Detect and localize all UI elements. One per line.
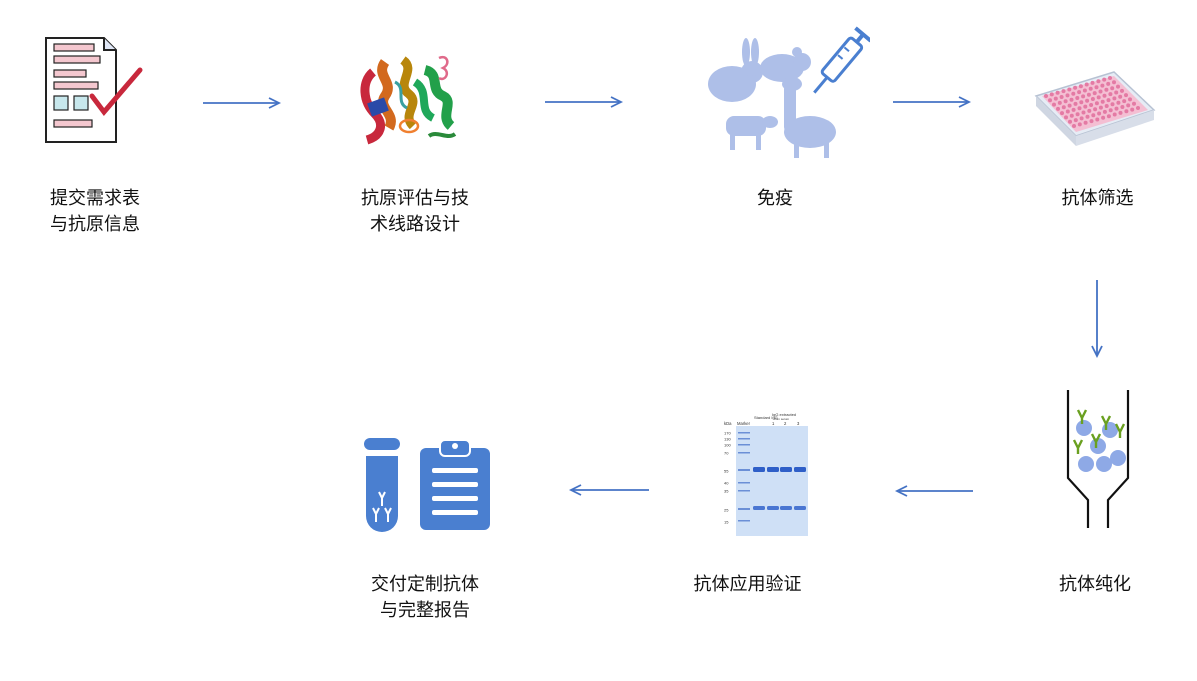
flow-arrow-right-3 [893, 96, 972, 108]
microplate-icon [1034, 71, 1156, 146]
gel-lane-1: 1 [772, 421, 775, 426]
step-5-label: 抗体纯化 [1059, 574, 1131, 595]
flow-arrow-down [1091, 280, 1103, 359]
animal-immunization-icon [708, 26, 870, 158]
gel-units-text: kDa [724, 421, 732, 426]
step-6-label: 抗体应用验证 [693, 574, 802, 595]
gel-lane-3: 3 [797, 421, 800, 426]
step-7-label: 交付定制抗体 与完整报告 [371, 574, 479, 621]
gel-mw-label: 130 [724, 437, 731, 442]
gel-mw-label: 170 [724, 431, 731, 436]
form-checklist-icon [45, 37, 143, 143]
gel-mw-label: 15 [724, 520, 729, 525]
gel-mw-label: 25 [724, 508, 729, 513]
gel-marker-label: Marker [737, 421, 751, 426]
gel-mw-label: 70 [724, 451, 729, 456]
gel-standard-label: Standard IgG [754, 415, 778, 420]
step-1-label: 提交需求表 与抗原信息 [50, 188, 140, 235]
flow-arrow-left-1 [894, 485, 973, 497]
step-2-label: 抗原评估与技 术线路设计 [361, 188, 469, 235]
delivery-tube-report-icon [364, 438, 490, 532]
flow-arrow-right-2 [545, 96, 624, 108]
gel-lane-2: 2 [784, 421, 787, 426]
purification-column-icon [1066, 390, 1130, 528]
gel-mw-label: 55 [724, 469, 729, 474]
gel-extracted-sub: from serum [774, 417, 790, 421]
gel-extracted-label: IgG extracted [772, 412, 796, 417]
step-3-label: 免疫 [757, 188, 793, 209]
step-4-label: 抗体筛选 [1061, 188, 1134, 209]
flow-arrow-right-1 [203, 97, 282, 109]
gel-mw-label: 40 [724, 481, 729, 486]
sds-page-gel-icon: kDa Marker Standard IgG IgG extracted fr… [724, 412, 808, 536]
gel-mw-label: 35 [724, 489, 729, 494]
protein-structure-icon [360, 55, 457, 145]
flow-arrow-left-2 [568, 484, 649, 496]
gel-mw-label: 100 [724, 443, 731, 448]
